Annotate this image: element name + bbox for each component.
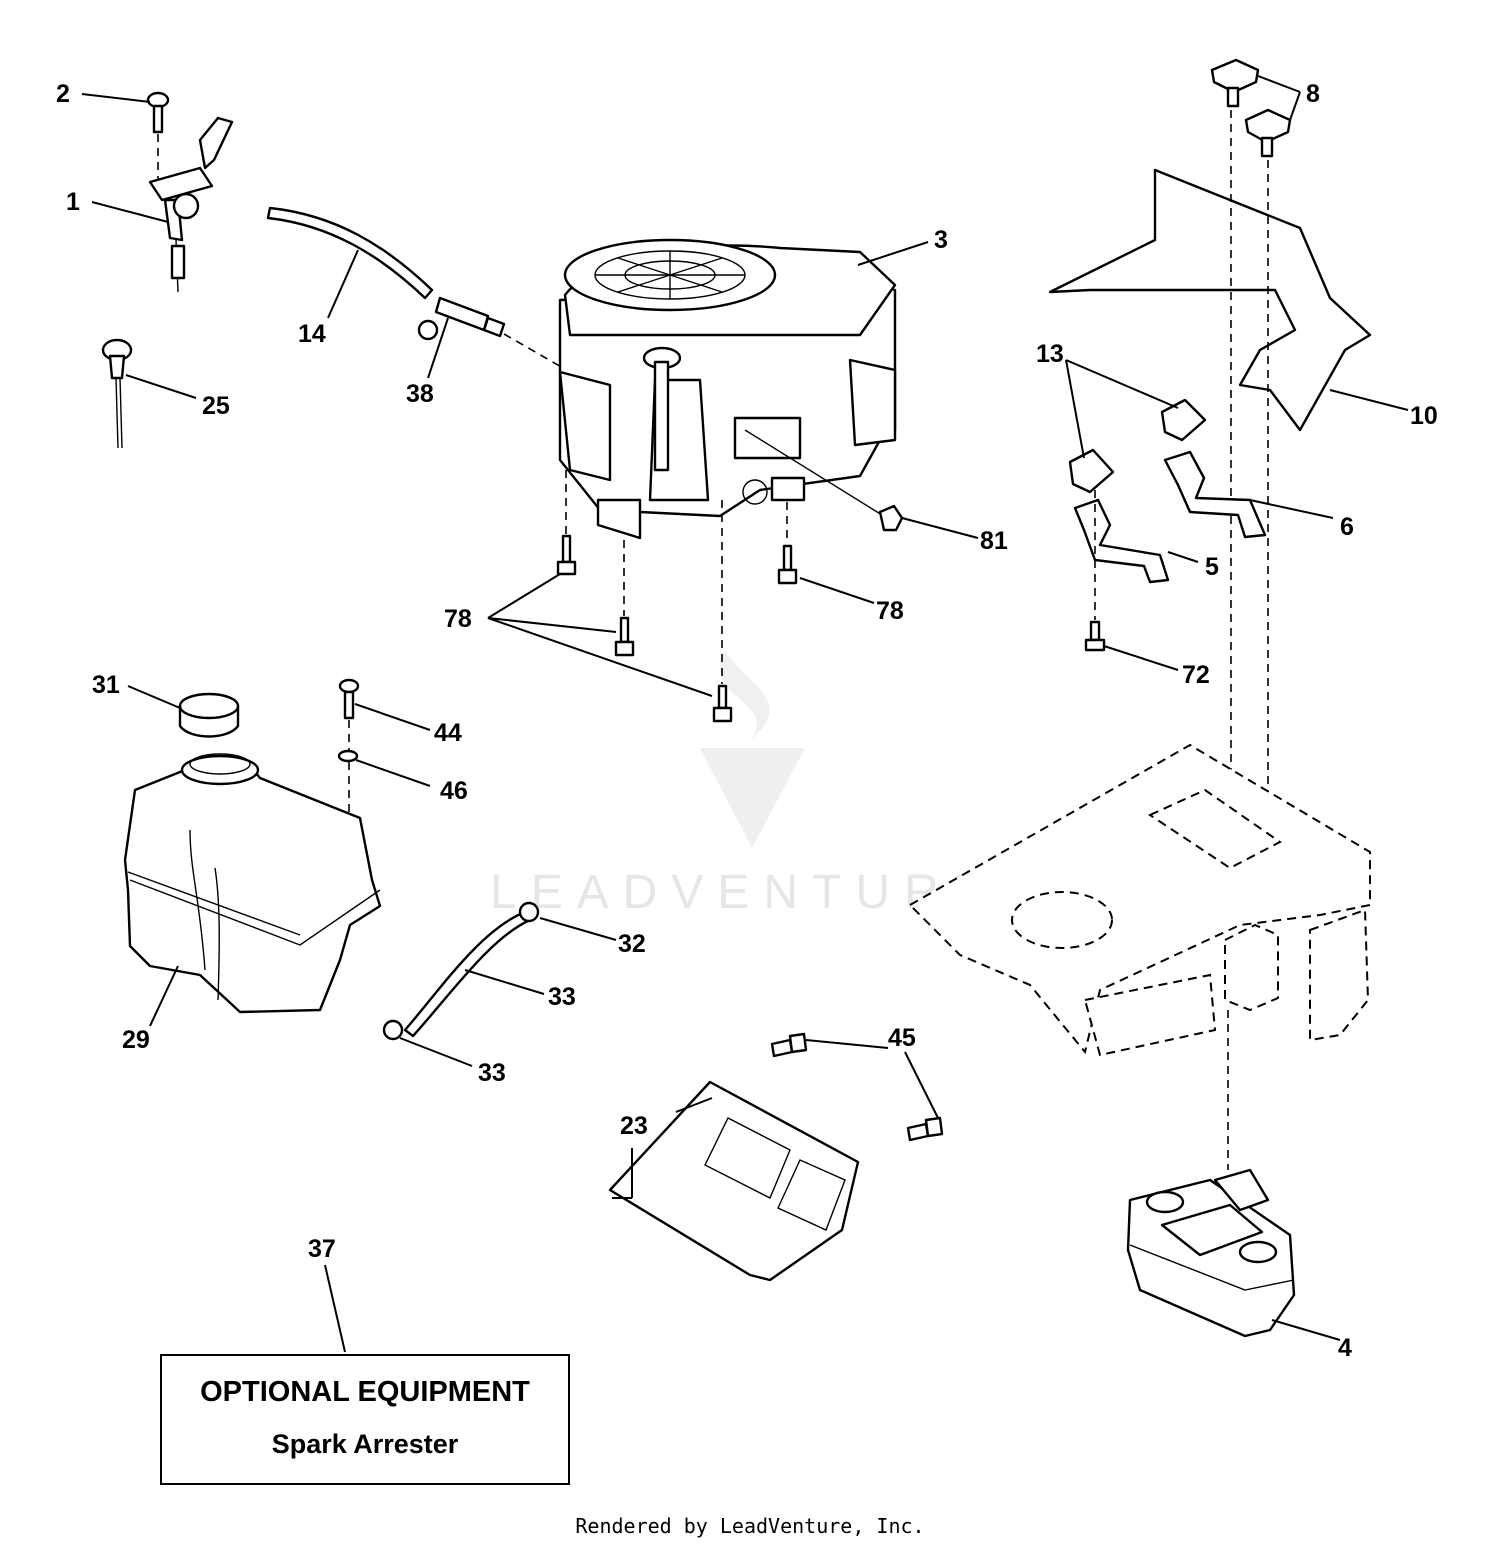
- label-4: 4: [1338, 1334, 1352, 1362]
- leader-lines: [81, 75, 1409, 1353]
- label-3: 3: [934, 226, 948, 254]
- label-81: 81: [980, 527, 1008, 555]
- label-31: 29: [122, 1026, 150, 1054]
- fuel-cap-drawing: [178, 692, 240, 738]
- label-44: 44: [434, 719, 462, 747]
- footer-credit: Rendered by LeadVenture, Inc.: [575, 1514, 925, 1538]
- engine-bolts-drawing: [556, 470, 798, 723]
- label-78-right: 78: [876, 597, 904, 625]
- label-33-bottom: 33: [478, 1059, 506, 1087]
- label-78-left: 78: [444, 605, 472, 633]
- optional-equipment-title: OPTIONAL EQUIPMENT: [200, 1376, 530, 1408]
- label-32: 31: [92, 671, 120, 699]
- guard-bolts-drawing: [770, 1032, 944, 1142]
- label-14: 14: [298, 320, 326, 348]
- label-33-top: 32: [618, 930, 646, 958]
- muffler-drawing: [1126, 1010, 1296, 1338]
- label-46: 46: [440, 777, 468, 805]
- engine-drawing: [558, 238, 897, 540]
- throttle-control-drawing: [148, 116, 234, 293]
- screw-drawing: [146, 91, 170, 180]
- label-23: 23: [620, 1112, 648, 1140]
- label-72: 72: [1182, 661, 1210, 689]
- label-38: 38: [406, 380, 434, 408]
- watermark-text: LEADVENTURE: [490, 866, 999, 919]
- part-labels: 2 1 3 14 38 25 10 8 13 6 5 81 78 78 72 3…: [56, 80, 1438, 1362]
- heat-shield-drawing: [1048, 168, 1372, 432]
- muffler-bolts-drawing: [1210, 58, 1292, 820]
- choke-knob-drawing: [101, 338, 133, 449]
- spark-arrester-label: Spark Arrester: [271, 1429, 459, 1459]
- fuel-tank-drawing: [123, 753, 382, 1014]
- fuel-line-drawing: [266, 206, 434, 300]
- label-5: 5: [1205, 553, 1219, 581]
- nut-drawing: [744, 429, 904, 532]
- watermark: LEADVENTURE: [490, 650, 999, 919]
- label-37: 33: [548, 983, 576, 1011]
- label-1: 1: [66, 188, 80, 216]
- label-6: 6: [1340, 513, 1354, 541]
- label-29: 37: [308, 1235, 336, 1263]
- frame-drawing: [908, 743, 1371, 1057]
- optional-equipment-box: OPTIONAL EQUIPMENT Spark Arrester: [160, 1354, 570, 1485]
- label-8: 8: [1306, 80, 1320, 108]
- label-25: 25: [202, 392, 230, 420]
- label-13: 13: [1036, 340, 1064, 368]
- label-2: 2: [56, 80, 70, 108]
- label-10: 10: [1410, 402, 1438, 430]
- exhaust-drawing: [1068, 398, 1267, 652]
- engine-guard-drawing: [608, 1080, 860, 1282]
- fuel-hose-drawing: [382, 901, 540, 1041]
- label-45: 45: [888, 1024, 916, 1052]
